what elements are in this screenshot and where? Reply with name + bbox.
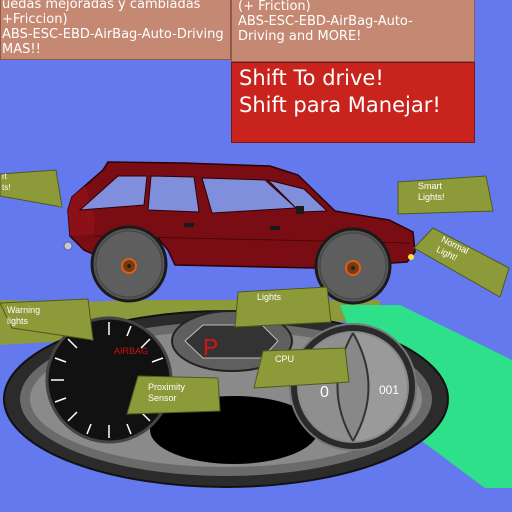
info-panel-english-line3: Driving and MORE!: [238, 29, 362, 44]
gear-display: [184, 324, 279, 359]
svg-text:Proximity Sensor: Proximity Sensor: [148, 382, 188, 403]
smart-lights-tag-right-line2: Lights!: [418, 192, 445, 202]
proximity-sensor-tag: Proximity Sensor: [126, 375, 221, 415]
info-panel-spanish-line3: ABS-ESC-EBD-AirBag-Auto-Driving: [2, 27, 224, 42]
info-panel-spanish-line2: +Friccion): [2, 12, 68, 27]
warning-lights-tag: Warning lights: [0, 298, 94, 341]
smart-lights-tag-right-line1: Smart: [418, 181, 443, 191]
cpu-tag-label: CPU: [275, 354, 294, 364]
airbag-warning-label: AIRBAG: [114, 346, 148, 356]
lights-tag: Lights: [234, 286, 332, 328]
side-mirror: [296, 206, 304, 214]
car: [63, 161, 416, 305]
smart-lights-tag-left: rt ts!: [0, 169, 63, 208]
cpu-tag: CPU: [253, 347, 350, 389]
headlight: [408, 254, 414, 260]
proximity-tag-line2: Sensor: [148, 393, 177, 403]
rear-light: [63, 241, 73, 251]
left-readout: 0: [320, 384, 329, 401]
smart-lights-tag-right: Smart Lights!: [397, 175, 494, 215]
dashboard: AIRBAG 0 001 P: [3, 310, 449, 488]
warning-lights-tag-line1: Warning: [7, 305, 40, 315]
warning-lights-tag-line2: lights: [7, 316, 29, 326]
info-panel-english-line2: ABS-ESC-EBD-AirBag-Auto-: [238, 14, 413, 29]
proximity-tag-line1: Proximity: [148, 382, 186, 392]
odometer-readout: 001: [379, 383, 399, 397]
info-panel-spanish-line1: uedas mejoradas y cambiadas: [2, 0, 201, 12]
smart-lights-tag-left-line2: ts!: [2, 183, 10, 192]
info-panel-spanish-line4: MAS!!: [2, 42, 41, 57]
smart-lights-tag-left-line1: rt: [2, 172, 8, 181]
shift-to-drive-prompt: Shift To drive! Shift para Manejar!: [231, 62, 475, 143]
windshield: [266, 179, 329, 213]
info-panel-english: (+ Friction) ABS-ESC-EBD-AirBag-Auto- Dr…: [231, 0, 475, 62]
svg-text:Warning lights: Warning lights: [7, 305, 43, 326]
front-wheel: [314, 227, 392, 305]
normal-light-tag: Normal Light!: [413, 227, 510, 298]
rear-wheel: [90, 225, 168, 303]
rear-window: [78, 175, 148, 211]
shift-prompt-spanish: Shift para Manejar!: [239, 93, 441, 117]
odometer-gauge: 0 001: [289, 323, 417, 451]
lights-tag-label: Lights: [257, 292, 282, 302]
svg-text:Smart Lights!: Smart Lights!: [418, 181, 445, 202]
shift-prompt-english: Shift To drive!: [239, 66, 384, 90]
door-handle: [184, 223, 194, 227]
gear-indicator: P: [203, 334, 218, 360]
door-handle: [270, 226, 280, 230]
svg-text:rt ts!: rt ts!: [2, 172, 10, 192]
middle-window: [147, 175, 200, 213]
info-panel-spanish: uedas mejoradas y cambiadas +Friccion) A…: [0, 0, 231, 60]
info-panel-english-line1: (+ Friction): [238, 0, 311, 14]
